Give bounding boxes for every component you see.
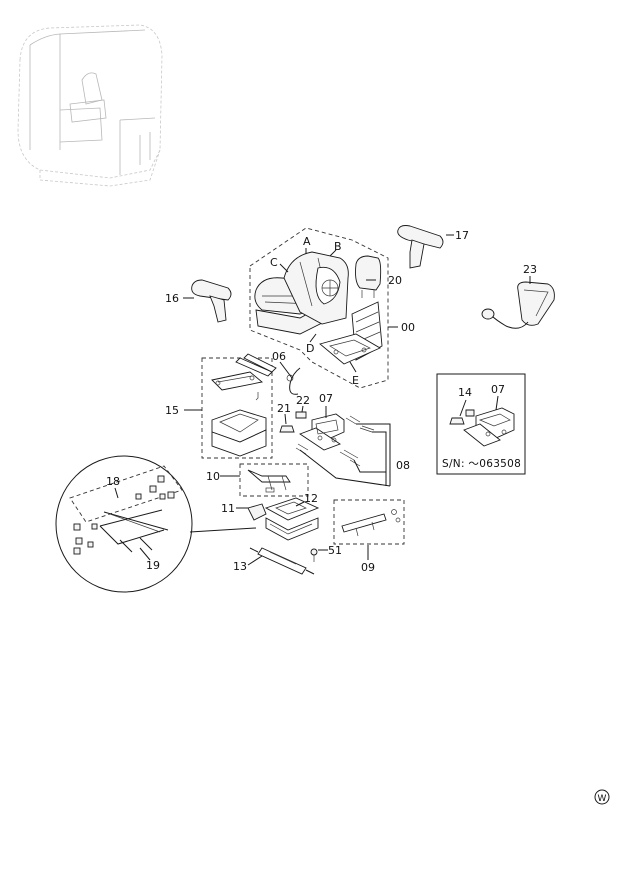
watermark-circle xyxy=(594,789,610,805)
bushing-set-part xyxy=(73,475,175,555)
part-number-22: 22 xyxy=(296,394,310,407)
label-C: C xyxy=(270,256,278,269)
spring-leader-lines xyxy=(299,423,391,487)
slide-rail-part xyxy=(211,357,273,457)
lever-cable-part xyxy=(243,353,301,395)
leader-lines xyxy=(114,234,531,566)
part-number-20: 20 xyxy=(388,274,402,287)
suspension-plate-part xyxy=(264,497,320,541)
adjuster-group-outline xyxy=(239,463,309,497)
seat-frame-part xyxy=(319,301,383,365)
detail-callout-pointer xyxy=(189,527,257,533)
cab-overview-illustration xyxy=(17,24,163,187)
armrest-left-part xyxy=(191,279,232,323)
inset-bracket-part xyxy=(463,407,515,447)
part-number-51: 51 xyxy=(328,544,342,557)
part-number-19: 19 xyxy=(146,559,160,572)
label-A: A xyxy=(303,235,311,248)
shock-absorber-part xyxy=(249,547,315,575)
part-number-16: 16 xyxy=(165,292,179,305)
link-rod-part xyxy=(341,509,401,537)
bumper-21-part xyxy=(279,425,295,433)
detail-callout-circle xyxy=(55,455,193,593)
part-number-11: 11 xyxy=(221,502,235,515)
armrest-right-part xyxy=(397,225,444,269)
part-number-08: 08 xyxy=(396,459,410,472)
part-number-07-inset: 07 xyxy=(491,383,505,396)
knob-part xyxy=(247,503,267,521)
headrest-part xyxy=(355,255,382,298)
label-B: B xyxy=(334,240,342,253)
slide-bracket-part xyxy=(299,413,345,451)
bumper-22-part xyxy=(295,411,307,419)
adjuster-rod-part xyxy=(247,469,291,493)
link-group-outline xyxy=(333,499,405,545)
part-number-00: 00 xyxy=(401,321,415,334)
watermark-letter: W xyxy=(598,794,607,804)
part-number-17: 17 xyxy=(455,229,469,242)
part-number-15: 15 xyxy=(165,404,179,417)
part-number-09: 09 xyxy=(361,561,375,574)
detail-group-outline xyxy=(69,465,183,523)
part-number-21: 21 xyxy=(277,402,291,415)
serial-inset-box xyxy=(436,373,526,475)
slide-rail-group-outline xyxy=(201,357,273,459)
scissor-link-part xyxy=(99,509,169,553)
serial-number-note: S/N: ～063508 xyxy=(442,458,521,470)
part-number-10: 10 xyxy=(206,470,220,483)
part-number-14: 14 xyxy=(458,386,472,399)
label-E: E xyxy=(352,374,359,387)
inset-bumper-part xyxy=(449,409,475,425)
part-number-06: 06 xyxy=(272,350,286,363)
part-number-07: 07 xyxy=(319,392,333,405)
part-number-12: 12 xyxy=(304,492,318,505)
seat-back-part xyxy=(283,251,349,325)
part-number-18: 18 xyxy=(106,475,120,488)
label-D: D xyxy=(306,342,314,355)
seat-assembly-group-outline xyxy=(249,227,389,389)
bolt-part xyxy=(310,548,318,562)
part-number-23: 23 xyxy=(523,263,537,276)
part-number-13: 13 xyxy=(233,560,247,573)
lumbar-pump-part xyxy=(481,281,555,329)
